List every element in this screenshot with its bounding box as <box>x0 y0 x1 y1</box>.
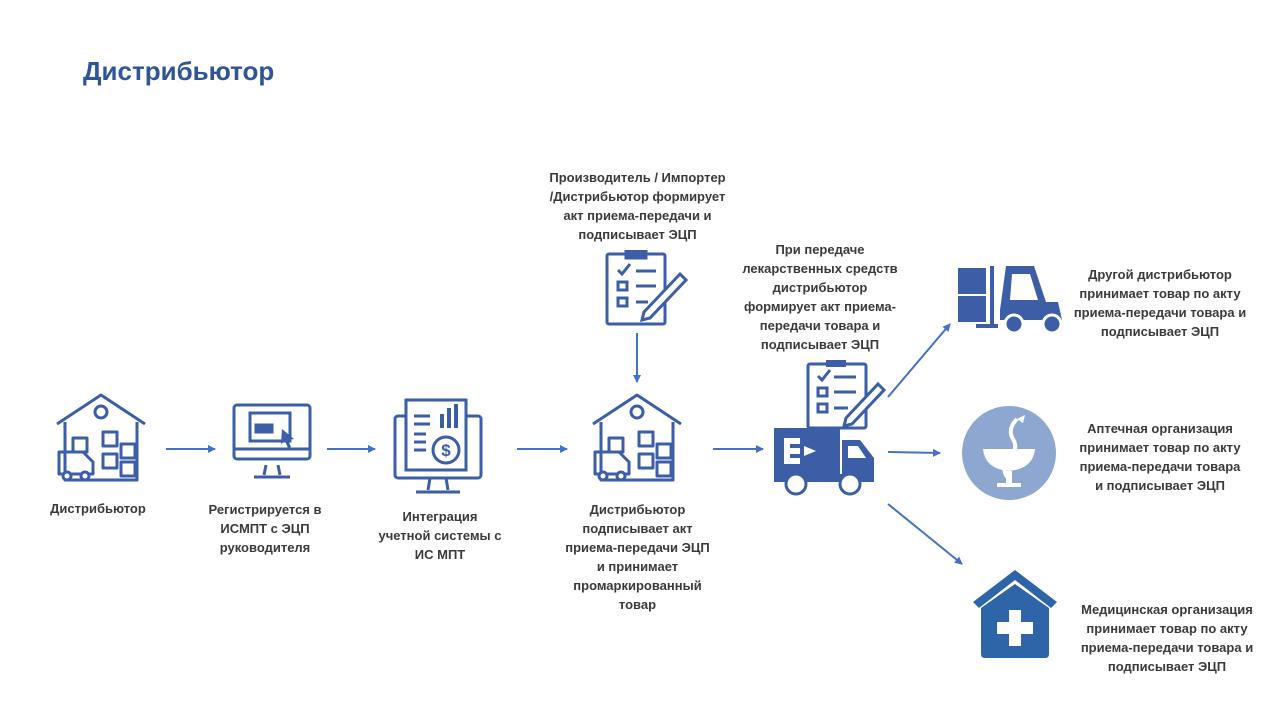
computer-icon <box>232 403 312 479</box>
page-title: Дистрибьютор <box>83 56 275 86</box>
step-distributor-label: Дистрибьютор <box>50 501 146 516</box>
step-register-label: Регистрируется в ИСМПТ с ЭЦП руководител… <box>208 502 322 555</box>
checklist-icon <box>605 250 688 326</box>
pharmacy-icon <box>962 406 1056 500</box>
report-monitor-icon: $ <box>393 398 483 494</box>
other-distributor-label: Другой дистрибьютор принимает товар по а… <box>1073 267 1247 339</box>
delivery-truck-icon <box>774 360 887 496</box>
step-integration-label: Интеграция учетной системы с ИС МПТ <box>378 509 502 562</box>
step-producer-label: Производитель / Импортер /Дистрибьютор ф… <box>549 170 726 242</box>
step-accept-label: Дистрибьютор подписывает акт приема-пере… <box>565 502 710 612</box>
arrow-right <box>887 448 941 457</box>
step-transfer-label: При передаче лекарственных средств дистр… <box>742 242 898 352</box>
forklift-icon <box>958 266 1063 334</box>
hospital-icon <box>973 570 1057 658</box>
warehouse-icon <box>592 393 682 482</box>
warehouse-icon <box>56 393 146 482</box>
medical-label: Медицинская организация принимает товар … <box>1080 602 1254 674</box>
pharmacy-label: Аптечная организация принимает товар по … <box>1079 421 1241 493</box>
svg-text:$: $ <box>441 441 451 460</box>
arrow-down-right <box>887 503 963 565</box>
arrow-up-right <box>887 323 951 398</box>
